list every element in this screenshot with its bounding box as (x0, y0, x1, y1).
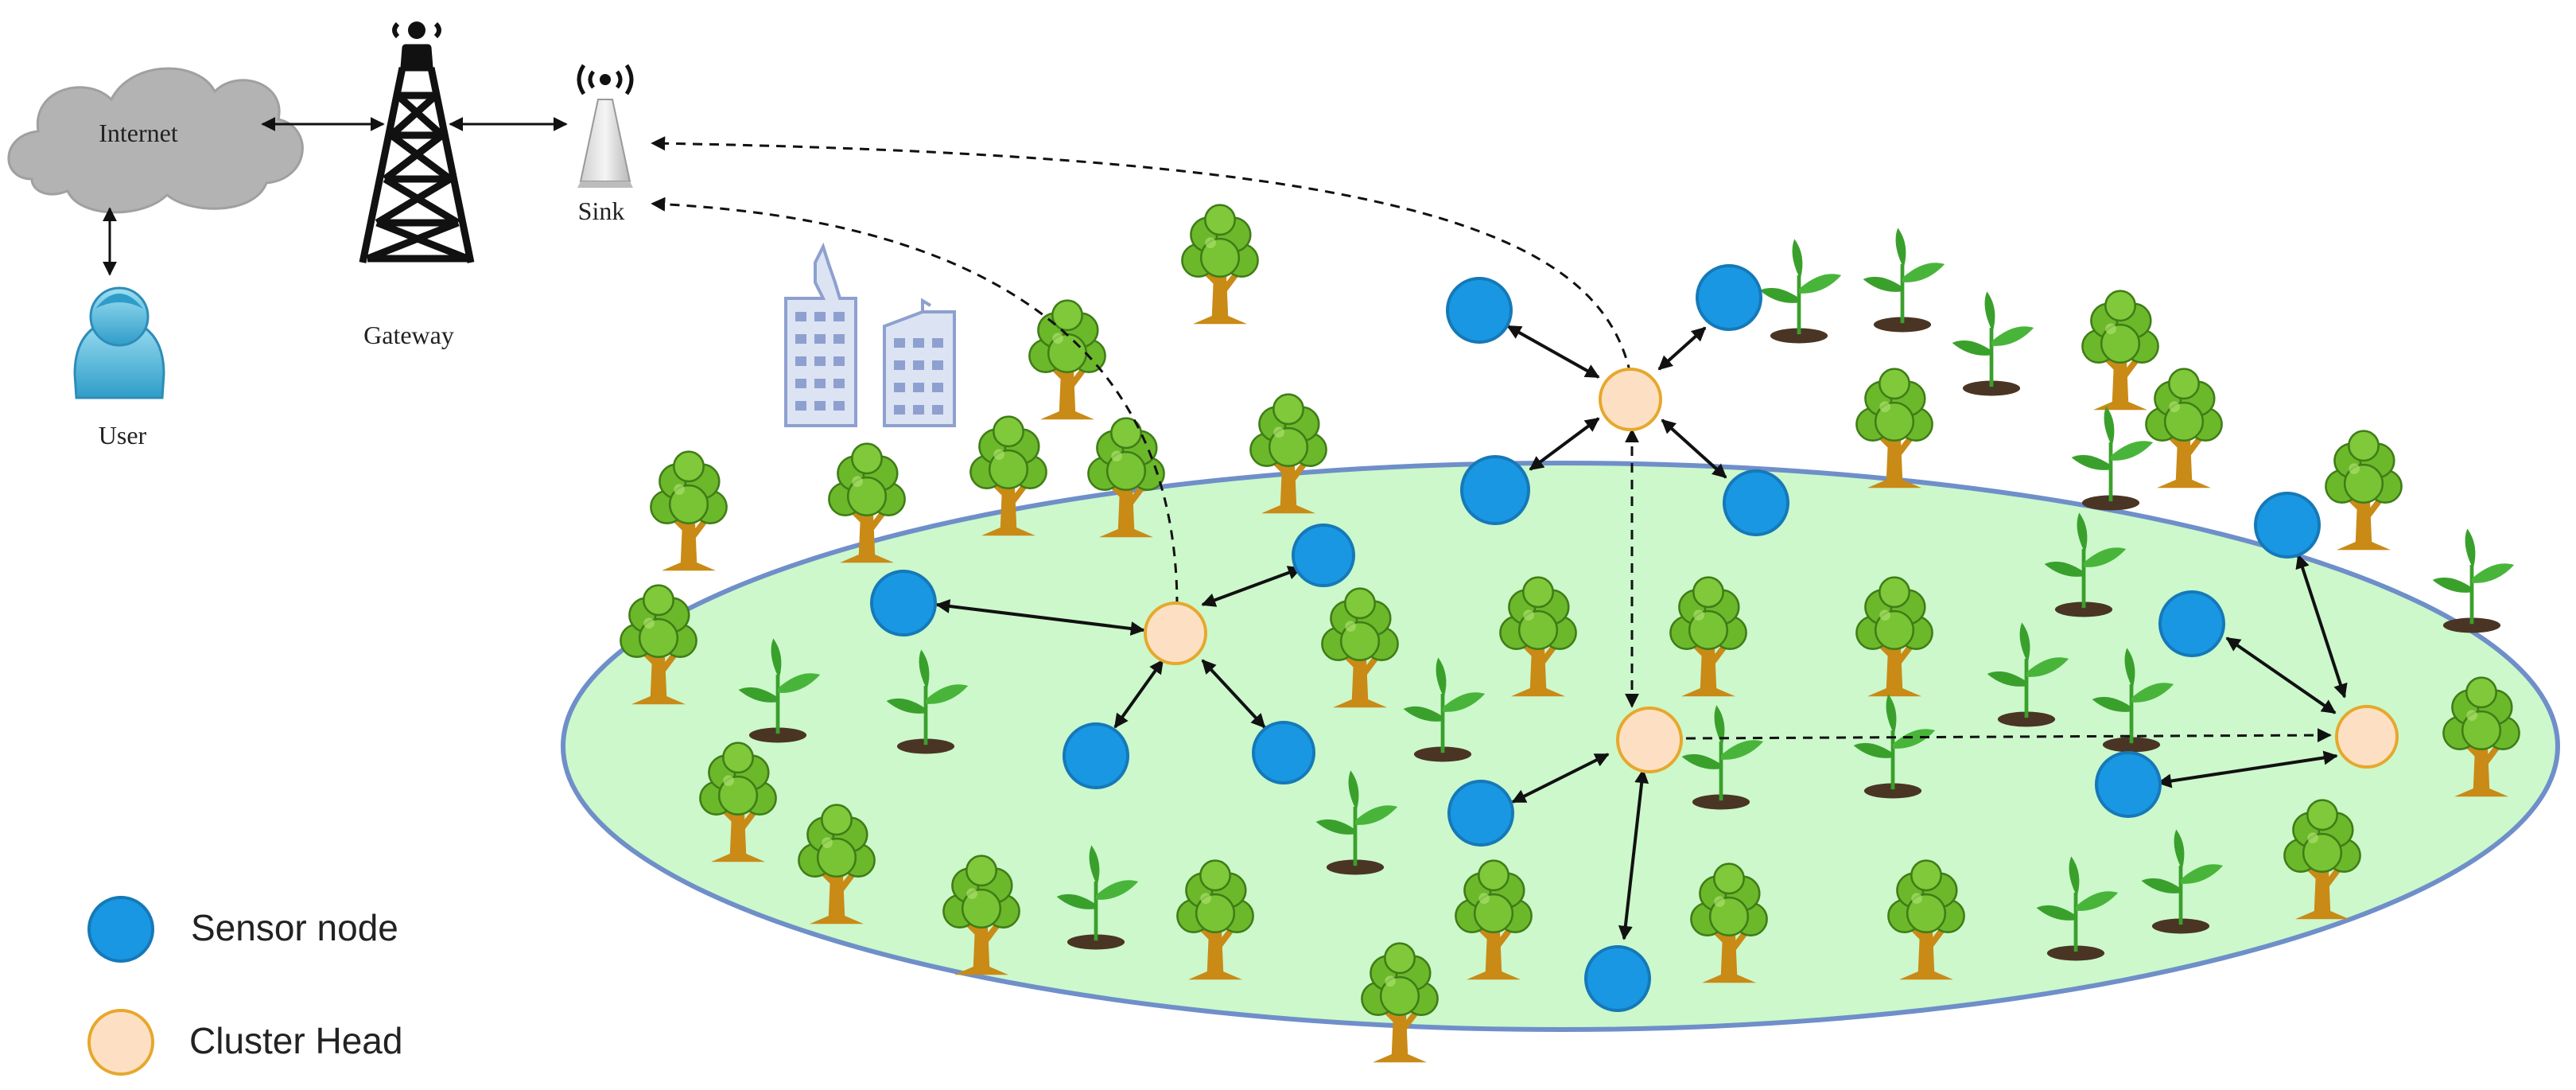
sensor-node (1584, 945, 1651, 1012)
route-ch2-sink (651, 136, 1632, 375)
sensor-node (1292, 524, 1355, 587)
cloud-icon (7, 67, 304, 214)
legend: Sensor node Cluster Head (87, 896, 402, 1076)
sensor-node (1063, 722, 1129, 789)
internet-label: Internet (99, 119, 178, 147)
cluster-head (1616, 707, 1683, 773)
tree-icon (1182, 205, 1257, 325)
legend-sensor-swatch (87, 896, 154, 963)
cluster-head (1144, 601, 1207, 665)
sensor-node (870, 570, 937, 636)
sink-icon (577, 64, 634, 188)
route-ch1-sink (651, 197, 1179, 607)
tree-icon (651, 452, 726, 571)
tree-icon (2146, 369, 2221, 489)
sensor-node (1696, 264, 1762, 331)
cluster-head (2335, 705, 2399, 769)
legend-sensor-label: Sensor node (191, 907, 398, 948)
legend-head-swatch (87, 1009, 154, 1076)
tree-icon (2082, 291, 2158, 411)
sensor-node (1252, 721, 1315, 784)
sink-label: Sink (578, 197, 625, 225)
sensor-node (2254, 492, 2321, 559)
cluster-head (1599, 368, 1662, 431)
user-icon (73, 286, 165, 399)
tree-icon (1856, 369, 1932, 489)
sprout-icon (1952, 291, 2034, 395)
dashed-routes (651, 136, 2332, 743)
tree-icon (1029, 301, 1105, 420)
sensor-node (1460, 455, 1530, 525)
sensor-node (1447, 780, 1514, 847)
sensor-node (2095, 751, 2162, 818)
legend-head-label: Cluster Head (189, 1020, 402, 1061)
route-ch3-ch4 (1685, 728, 2332, 743)
gateway-label: Gateway (363, 321, 454, 349)
sensor-node (2158, 590, 2225, 657)
solid-links (935, 325, 2348, 940)
sensor-node (1723, 469, 1789, 536)
building-icon (784, 242, 956, 427)
tree-icon (2325, 431, 2401, 551)
tower-icon (359, 21, 475, 263)
user-label: User (99, 421, 147, 450)
sensor-nodes (870, 264, 2321, 1012)
sprout-icon (2072, 406, 2154, 510)
cluster-heads (1144, 368, 2399, 773)
sprout-icon (1760, 239, 1842, 343)
sprout-icon (1863, 228, 1945, 332)
sensor-node (1446, 277, 1513, 344)
